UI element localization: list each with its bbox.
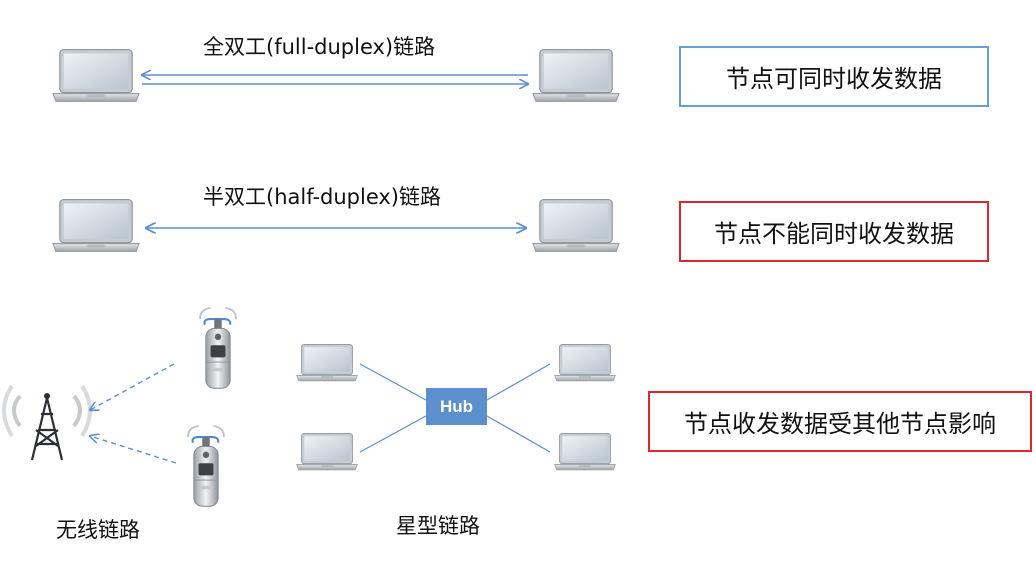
- half-duplex-laptop-left: [52, 199, 140, 253]
- half-duplex-laptop-right: [532, 199, 620, 253]
- half-duplex-title: 半双工(half-duplex)链路: [203, 185, 442, 209]
- full-duplex-note: 节点可同时收发数据: [679, 46, 989, 107]
- star-laptop-bottom-left: [296, 432, 358, 471]
- radio-tower-icon: [2, 384, 92, 461]
- half-duplex-note: 节点不能同时收发数据: [679, 201, 989, 262]
- star-laptop-bottom-right: [554, 432, 616, 471]
- wireless-link-label: 无线链路: [56, 518, 140, 542]
- star-note: 节点收发数据受其他节点影响: [648, 391, 1032, 452]
- star-laptop-top-right: [554, 343, 616, 382]
- star-link-label: 星型链路: [396, 514, 480, 538]
- star-laptop-top-left: [296, 343, 358, 382]
- star-link-top-left: [359, 363, 427, 401]
- star-link-bottom-right: [486, 415, 551, 453]
- flip-phone-icon-top: [198, 306, 238, 390]
- star-link-top-right: [486, 363, 551, 401]
- full-duplex-laptop-left: [52, 48, 140, 103]
- flip-phone-icon-bottom: [186, 424, 226, 508]
- wireless-link-bottom: [90, 436, 177, 464]
- wireless-link-top: [90, 363, 175, 410]
- full-duplex-title: 全双工(full-duplex)链路: [203, 35, 436, 59]
- hub-node: Hub: [426, 388, 487, 425]
- star-link-bottom-left: [359, 415, 427, 453]
- full-duplex-laptop-right: [532, 48, 620, 103]
